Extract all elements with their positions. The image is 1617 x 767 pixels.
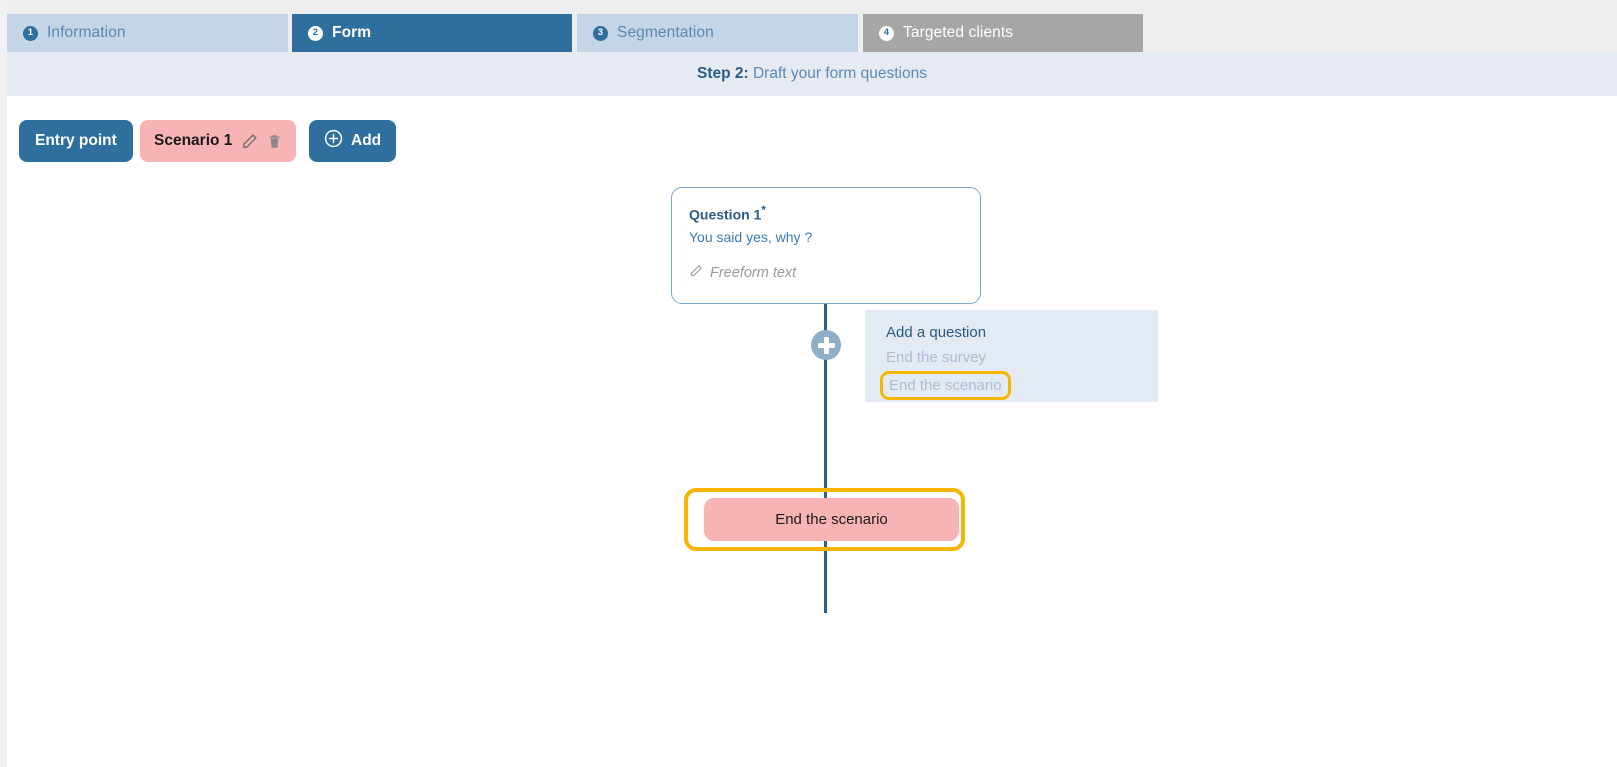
step-bar-content: Step 2: Draft your form questions [697,65,927,83]
tab-label: Form [332,24,372,41]
tab-form[interactable]: 2 Form [292,14,572,52]
end-node-highlight-box [684,488,965,551]
question-text: You said yes, why ? [689,228,813,245]
tab-label: Segmentation [617,24,714,41]
menu-item-add-a-question[interactable]: Add a question [886,324,987,341]
menu-row-highlighted: End the scenario [880,371,1011,400]
node-action-menu: Add a question End the survey End the sc… [865,310,1158,402]
tab-number-badge: 1 [23,25,38,41]
tab-number-badge: 2 [308,25,323,41]
plus-circle-icon [324,129,343,153]
scenario-label: Scenario 1 [154,132,233,149]
tab-information[interactable]: 1 Information [7,14,288,52]
tab-number-badge: 3 [593,25,608,41]
tab-label: Targeted clients [903,24,1014,41]
question-answer-type: Freeform text [689,264,980,282]
add-node-button[interactable] [811,330,841,360]
scenario-chip[interactable]: Scenario 1 [140,120,297,162]
add-label: Add [351,132,382,149]
pencil-icon[interactable] [241,133,258,150]
question-card[interactable]: Question 1* You said yes, why ? Freeform… [671,187,981,304]
step-number: Step 2: [696,65,749,82]
question-title: Question 1 [689,206,762,223]
add-scenario-button[interactable]: Add [309,120,397,162]
menu-row: End the survey [886,346,1158,371]
entry-point-button[interactable]: Entry point [19,120,133,162]
flow-canvas: Entry point Scenario 1 [7,96,1617,767]
step-title: Draft your form questions [748,65,927,82]
left-gutter [0,0,7,767]
answer-type-label: Freeform text [710,264,797,281]
menu-item-end-the-survey[interactable]: End the survey [886,349,987,366]
question-title-row: Question 1* [689,203,980,225]
plus-icon-vertical [823,336,829,354]
pencil-icon [689,264,703,282]
end-the-scenario-node[interactable]: End the scenario [704,498,959,541]
tab-number-badge: 4 [879,25,894,41]
flow-connector-line [824,301,827,613]
menu-row: Add a question [886,321,1158,346]
step-bar: Step 2: Draft your form questions [7,52,1617,96]
tab-targeted-clients[interactable]: 4 Targeted clients [863,14,1143,52]
tab-label: Information [47,24,126,41]
tab-segmentation[interactable]: 3 Segmentation [577,14,858,52]
entry-point-label: Entry point [35,132,117,149]
trash-icon[interactable] [267,133,282,150]
end-node-label: End the scenario [775,511,888,528]
wizard-tabstrip: 1 Information 2 Form 3 Segmentation 4 Ta… [0,0,1617,52]
required-marker: * [761,204,766,217]
menu-item-end-the-scenario[interactable]: End the scenario [889,377,1002,394]
